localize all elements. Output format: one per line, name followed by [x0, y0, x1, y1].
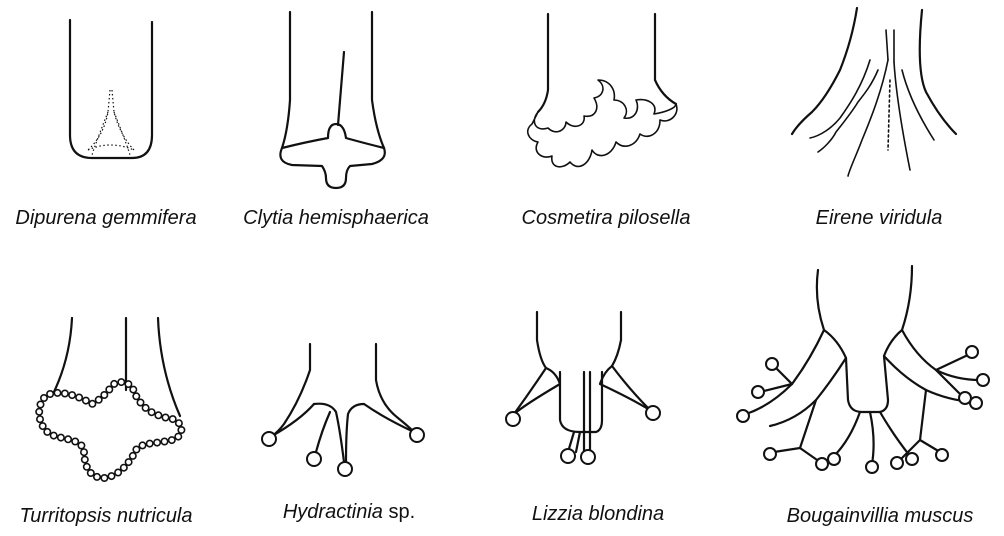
caption-7: Lizzia blondina	[532, 502, 664, 526]
marginal-bead	[130, 453, 136, 459]
drawing-eirene-viridula	[792, 8, 956, 176]
marginal-bead	[106, 386, 112, 392]
marginal-bead	[78, 442, 84, 448]
marginal-bead	[133, 393, 139, 399]
marginal-bead	[37, 401, 43, 407]
marginal-bead	[175, 433, 181, 439]
marginal-bead	[118, 379, 124, 385]
drawing-cosmetira-pilosella	[528, 14, 677, 167]
marginal-bead	[83, 397, 89, 403]
marginal-bead	[62, 390, 68, 396]
caption-2: Clytia hemisphaerica	[243, 206, 429, 230]
marginal-bead	[121, 465, 127, 471]
marginal-bead	[41, 395, 47, 401]
marginal-bead	[154, 439, 160, 445]
drawing-clytia-hemisphaerica	[280, 12, 384, 188]
marginal-bead	[37, 416, 43, 422]
caption-5: Turritopsis nutricula	[19, 504, 192, 528]
marginal-bead	[170, 416, 176, 422]
marginal-bead	[111, 381, 117, 387]
marginal-bead	[147, 440, 153, 446]
marginal-bead	[40, 423, 46, 429]
caption-3: Cosmetira pilosella	[522, 206, 691, 230]
marginal-bead	[69, 392, 75, 398]
drawing-lizzia-blondina	[506, 312, 660, 464]
drawing-bougainvillia-muscus	[737, 266, 989, 473]
marginal-bead	[101, 392, 107, 398]
marginal-bead	[47, 391, 53, 397]
marginal-bead	[96, 397, 102, 403]
marginal-bead	[72, 438, 78, 444]
drawing-hydractinia	[262, 344, 424, 476]
marginal-bead	[88, 470, 94, 476]
caption-6: Hydractinia sp.	[283, 500, 415, 524]
marginal-bead	[76, 394, 82, 400]
marginal-bead	[130, 386, 136, 392]
marginal-bead	[51, 432, 57, 438]
marginal-bead	[81, 449, 87, 455]
marginal-bead	[169, 437, 175, 443]
marginal-bead	[36, 409, 42, 415]
marginal-bead	[133, 446, 139, 452]
marginal-bead	[89, 401, 95, 407]
caption-1: Dipurena gemmifera	[15, 206, 196, 230]
marginal-bead	[125, 381, 131, 387]
marginal-bead	[82, 456, 88, 462]
marginal-bead	[176, 420, 182, 426]
marginal-bead	[108, 473, 114, 479]
marginal-bead	[148, 409, 154, 415]
marginal-bead	[58, 434, 64, 440]
marginal-bead	[139, 442, 145, 448]
marginal-bead	[142, 405, 148, 411]
marginal-bead	[54, 390, 60, 396]
marginal-bead	[161, 438, 167, 444]
marginal-bead	[44, 429, 50, 435]
marginal-bead	[155, 412, 161, 418]
drawing-dipurena-gemmifera	[70, 20, 152, 158]
marginal-bead	[94, 474, 100, 480]
caption-4: Eirene viridula	[816, 206, 943, 230]
marginal-bead	[162, 414, 168, 420]
marginal-bead	[137, 399, 143, 405]
marginal-bead	[84, 464, 90, 470]
caption-8: Bougainvillia muscus	[787, 504, 974, 528]
drawing-turritopsis-nutricula	[36, 318, 185, 481]
marginal-bead	[125, 459, 131, 465]
marginal-bead	[178, 427, 184, 433]
marginal-bead	[101, 475, 107, 481]
marginal-bead	[115, 469, 121, 475]
marginal-bead	[65, 436, 71, 442]
